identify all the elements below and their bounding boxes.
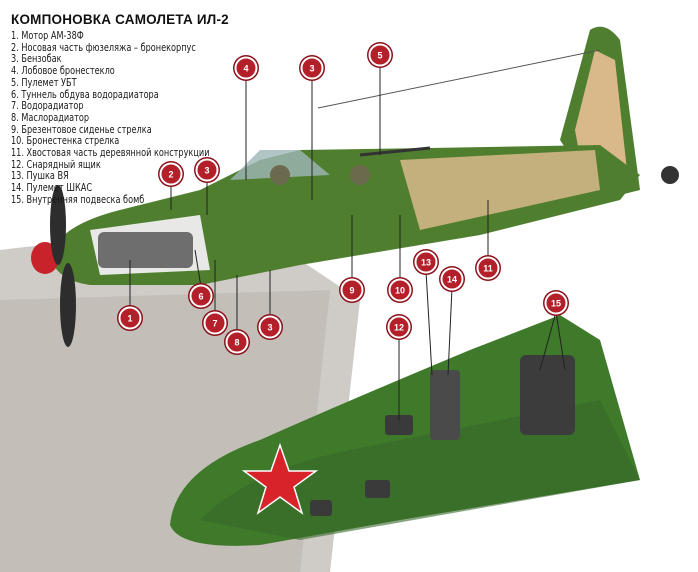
bomb-bay — [520, 355, 575, 435]
callout-marker: 3 — [258, 315, 282, 339]
callout-marker: 4 — [234, 56, 258, 80]
callout-marker: 5 — [368, 43, 392, 67]
legend-item: 3. Бензобак — [11, 53, 62, 66]
engine — [98, 232, 193, 268]
callout-marker: 1 — [118, 306, 142, 330]
callout-marker: 7 — [203, 311, 227, 335]
legend-item: 1. Мотор АМ-38Ф — [11, 30, 84, 42]
diagram-title: КОМПОНОВКА САМОЛЕТА ИЛ-2 — [11, 12, 229, 27]
legend-item: 4. Лобовое бронестекло — [11, 65, 115, 78]
callout-marker: 15 — [544, 291, 568, 315]
red-star — [241, 442, 319, 515]
legend-item: 11. Хвостовая часть деревянной конструкц… — [11, 147, 210, 160]
cannon-bay — [430, 370, 460, 440]
legend-item: 5. Пулемет УБТ — [11, 76, 77, 89]
callout-marker: 9 — [340, 278, 364, 302]
legend-item: 14. Пулемет ШКАС — [11, 182, 93, 195]
legend-item: 2. Носовая часть фюзеляжа – бронекорпус — [11, 41, 196, 54]
legend-item: 15. Внутренняя подвеска бомб — [11, 193, 145, 206]
ammo-box — [385, 415, 413, 435]
callout-marker: 11 — [476, 256, 500, 280]
callout-marker: 12 — [387, 315, 411, 339]
callout-marker: 3 — [300, 56, 324, 80]
wooden-tail-structure — [400, 150, 600, 230]
legend: КОМПОНОВКА САМОЛЕТА ИЛ-2 1. Мотор АМ-38Ф… — [11, 12, 237, 207]
callout-marker: 6 — [189, 284, 213, 308]
legend-item: 10. Бронестенка стрелка — [11, 135, 120, 148]
callout-marker: 14 — [440, 267, 464, 291]
legend-item: 8. Маслорадиатор — [11, 111, 90, 124]
callout-marker: 8 — [225, 330, 249, 354]
legend-item: 13. Пушка ВЯ — [11, 170, 69, 183]
legend-item: 6. Туннель обдува водорадиатора — [11, 88, 159, 101]
legend-item: 12. Снарядный ящик — [11, 158, 101, 171]
callout-marker: 10 — [388, 278, 412, 302]
callout-marker: 13 — [414, 250, 438, 274]
legend-item: 9. Брезентовое сиденье стрелка — [11, 123, 152, 136]
callout-marker: 3 — [195, 158, 219, 182]
legend-item: 7. Водорадиатор — [11, 100, 84, 113]
propeller — [50, 185, 66, 265]
callout-marker: 2 — [159, 162, 183, 186]
